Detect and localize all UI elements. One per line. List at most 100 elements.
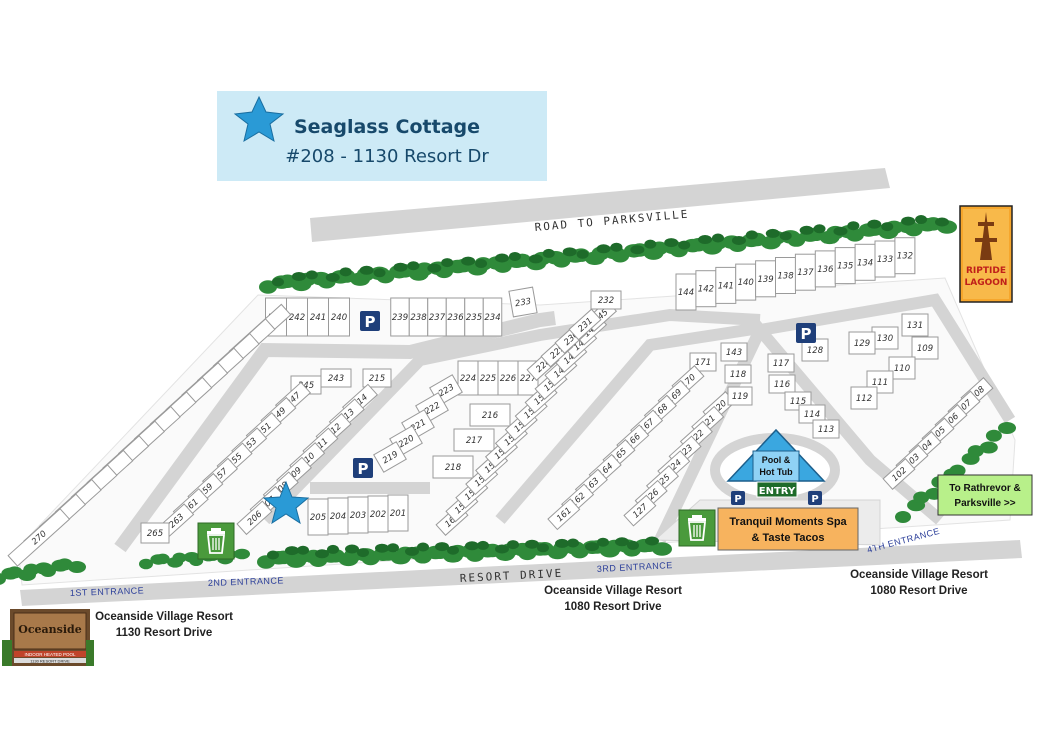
lot-116: 116 bbox=[768, 374, 796, 394]
lot-102: 102 bbox=[882, 458, 916, 490]
lot-number: 236 bbox=[447, 313, 464, 323]
lot-135: 135 bbox=[834, 247, 856, 285]
lot-205: 205 bbox=[307, 498, 329, 536]
lot-number: 110 bbox=[894, 364, 910, 374]
parking-sign-mid: P bbox=[353, 458, 373, 478]
spa-tacos-sign: Tranquil Moments Spa & Taste Tacos bbox=[717, 507, 859, 551]
lot-number: 135 bbox=[837, 262, 853, 272]
tree-lines bbox=[0, 215, 1016, 585]
lot-number: 131 bbox=[907, 321, 923, 331]
lot-226: 226 bbox=[497, 360, 519, 396]
lot-140: 140 bbox=[735, 263, 757, 301]
lot-118: 118 bbox=[724, 364, 752, 384]
resort-drive: RESORT DRIVE bbox=[20, 540, 1022, 606]
lot-number: 113 bbox=[818, 425, 834, 435]
lot-number: 202 bbox=[370, 510, 386, 520]
lot-112: 112 bbox=[850, 386, 878, 410]
resort-1-address: 1130 Resort Drive bbox=[116, 627, 213, 639]
lot-number: 130 bbox=[877, 334, 893, 344]
title-card: Seaglass Cottage #208 - 1130 Resort Dr bbox=[217, 91, 547, 181]
lot-number: 232 bbox=[598, 296, 614, 306]
lot-240: 240 bbox=[328, 297, 350, 337]
lot-number: 138 bbox=[777, 272, 794, 282]
lot-134: 134 bbox=[854, 243, 876, 281]
starfish-icon bbox=[233, 95, 285, 143]
lot-number: 143 bbox=[726, 348, 742, 358]
resort-drive-label: RESORT DRIVE bbox=[459, 567, 563, 585]
lot-235: 235 bbox=[464, 297, 484, 337]
lot-number: 142 bbox=[698, 285, 714, 295]
lot-number: 241 bbox=[310, 313, 326, 323]
svg-text:Tranquil Moments Spa: Tranquil Moments Spa bbox=[729, 516, 847, 528]
lot-number: 144 bbox=[678, 288, 694, 298]
lot-117: 117 bbox=[767, 353, 795, 373]
lot-139: 139 bbox=[755, 260, 777, 298]
oceanside-sign-image: Oceanside INDOOR HEATED POOL 1130 RESORT… bbox=[2, 609, 94, 666]
title-card-address: #208 - 1130 Resort Dr bbox=[285, 146, 489, 167]
lot-number: 239 bbox=[392, 313, 408, 323]
lot-number: 224 bbox=[460, 374, 476, 384]
lot-number: 118 bbox=[730, 370, 747, 380]
lot-143: 143 bbox=[720, 342, 748, 362]
svg-text:Parksville >>: Parksville >> bbox=[954, 498, 1015, 509]
svg-text:P: P bbox=[811, 494, 818, 505]
lot-number: 140 bbox=[738, 278, 754, 288]
svg-text:INDOOR HEATED POOL: INDOOR HEATED POOL bbox=[25, 652, 76, 657]
lot-239: 239 bbox=[390, 297, 410, 337]
resort-2-name: Oceanside Village Resort bbox=[544, 585, 682, 597]
lot-218: 218 bbox=[432, 455, 474, 479]
svg-text:RIPTIDE: RIPTIDE bbox=[966, 266, 1006, 276]
lot-number: 205 bbox=[310, 513, 326, 523]
lot-number: 115 bbox=[790, 397, 806, 407]
lot-number: 128 bbox=[807, 346, 824, 356]
parking-sign-entry-right: P bbox=[808, 491, 822, 505]
lot-number: 235 bbox=[466, 313, 482, 323]
lot-number: 234 bbox=[484, 313, 500, 323]
lot-number: 238 bbox=[410, 313, 427, 323]
lot-110: 110 bbox=[888, 356, 916, 380]
svg-text:P: P bbox=[801, 325, 812, 343]
lot-232: 232 bbox=[590, 290, 622, 310]
lot-242: 242 bbox=[286, 297, 308, 337]
lot-number: 265 bbox=[147, 529, 163, 539]
lot-number: 203 bbox=[350, 511, 366, 521]
lot-141: 141 bbox=[715, 266, 737, 304]
lot-number: 243 bbox=[328, 374, 344, 384]
lot-number: 133 bbox=[877, 255, 893, 265]
lot-202: 202 bbox=[367, 495, 389, 533]
lot-144: 144 bbox=[675, 273, 697, 311]
lot-number: 137 bbox=[797, 268, 814, 278]
title-card-name: Seaglass Cottage bbox=[294, 116, 480, 138]
lot-number: 237 bbox=[429, 313, 446, 323]
lot-number: 136 bbox=[817, 265, 834, 275]
parking-sign-entry-left: P bbox=[731, 491, 745, 505]
lot-142: 142 bbox=[695, 270, 717, 308]
riptide-lagoon-logo: RIPTIDE LAGOON bbox=[959, 205, 1013, 303]
svg-text:P: P bbox=[358, 460, 369, 478]
lot-number: 141 bbox=[718, 281, 734, 291]
lot-number: 111 bbox=[872, 378, 888, 388]
entry-sign: ENTRY bbox=[756, 481, 798, 498]
lot-265: 265 bbox=[140, 522, 170, 544]
lot-number: 204 bbox=[330, 512, 346, 522]
lot-number: 216 bbox=[482, 411, 499, 421]
lot-number: 240 bbox=[331, 313, 347, 323]
lot-137: 137 bbox=[794, 253, 816, 291]
svg-text:P: P bbox=[734, 494, 741, 505]
svg-text:To Rathrevor &: To Rathrevor & bbox=[949, 483, 1021, 494]
lot-number: 114 bbox=[804, 410, 820, 420]
lot-109: 109 bbox=[911, 336, 939, 360]
lot-number: 109 bbox=[917, 344, 933, 354]
lot-number: 119 bbox=[732, 392, 748, 402]
lot-237: 237 bbox=[427, 297, 447, 337]
lot-243: 243 bbox=[320, 368, 352, 388]
lot-171: 171 bbox=[689, 352, 717, 372]
svg-text:Pool &: Pool & bbox=[762, 455, 791, 465]
lot-236: 236 bbox=[445, 297, 466, 337]
svg-text:LAGOON: LAGOON bbox=[965, 278, 1008, 288]
lot-114: 114 bbox=[798, 404, 826, 424]
entrance-2-label: 2ND ENTRANCE bbox=[208, 575, 284, 588]
svg-text:1130 RESORT DRIVE: 1130 RESORT DRIVE bbox=[30, 659, 70, 664]
lot-grid: 2442422412402392382372362352342332462482… bbox=[7, 237, 994, 567]
lot-number: 117 bbox=[773, 359, 790, 369]
